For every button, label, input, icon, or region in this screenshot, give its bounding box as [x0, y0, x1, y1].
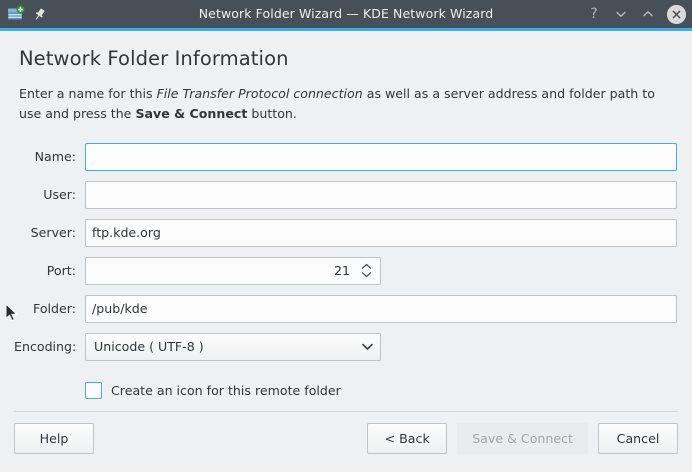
create-icon-checkbox-row[interactable]: Create an icon for this remote folder [85, 379, 678, 403]
chevron-down-icon [361, 272, 371, 278]
server-label: Server: [30, 225, 76, 241]
description-part3: button. [247, 106, 297, 122]
network-folder-form: Name: User: Server: Port: 21 [14, 142, 678, 403]
create-icon-checkbox[interactable] [85, 382, 102, 400]
port-label: Port: [46, 263, 76, 279]
encoding-select[interactable]: Unicode ( UTF-8 ) [85, 332, 381, 361]
chevron-down-icon [361, 339, 374, 354]
port-spinner-arrows[interactable] [356, 258, 380, 284]
dialog-content: Network Folder Information Enter a name … [0, 47, 692, 403]
form-row-name: Name: [14, 142, 678, 171]
form-row-folder: Folder: [14, 294, 678, 323]
page-description: Enter a name for this File Transfer Prot… [19, 84, 678, 125]
footer-separator [14, 411, 678, 412]
pin-icon[interactable] [32, 7, 47, 22]
help-button[interactable]: Help [14, 423, 94, 454]
user-label: User: [43, 187, 76, 203]
chevron-down-icon[interactable] [613, 6, 629, 22]
help-icon[interactable]: ? [590, 6, 598, 22]
description-italic: File Transfer Protocol connection [156, 86, 363, 101]
name-input[interactable] [85, 142, 677, 171]
form-row-port: Port: 21 [14, 256, 678, 285]
chevron-up-icon [361, 264, 371, 270]
port-value: 21 [333, 263, 350, 279]
folder-label: Folder: [33, 301, 76, 317]
form-row-server: Server: [14, 218, 678, 247]
dialog-buttons: Help < Back Save & Connect Cancel [0, 423, 692, 454]
form-row-user: User: [14, 180, 678, 209]
description-bold: Save & Connect [135, 106, 248, 122]
cancel-button[interactable]: Cancel [598, 423, 678, 454]
save-and-connect-button[interactable]: Save & Connect [457, 423, 588, 454]
network-folder-add-icon [7, 5, 25, 23]
window-controls: ? [586, 4, 686, 24]
name-label: Name: [34, 149, 76, 165]
chevron-up-icon[interactable] [640, 6, 656, 22]
description-part2: as well as a server address and folder p… [19, 86, 655, 122]
title-bar-left-icons [7, 5, 47, 23]
user-input[interactable] [85, 180, 677, 209]
page-title: Network Folder Information [19, 47, 289, 70]
form-row-encoding: Encoding: Unicode ( UTF-8 ) [14, 332, 678, 361]
encoding-value: Unicode ( UTF-8 ) [94, 339, 204, 355]
title-bar: Network Folder Wizard — KDE Network Wiza… [0, 0, 692, 28]
back-button[interactable]: < Back [367, 423, 448, 454]
encoding-label: Encoding: [14, 339, 77, 355]
close-icon[interactable] [667, 4, 686, 24]
create-icon-label: Create an icon for this remote folder [111, 383, 341, 399]
folder-input[interactable] [85, 294, 677, 323]
port-stepper[interactable]: 21 [85, 256, 381, 285]
description-part1: Enter a name for this [19, 86, 157, 101]
titlebar-accent-line [0, 28, 692, 31]
server-input[interactable] [85, 218, 677, 247]
